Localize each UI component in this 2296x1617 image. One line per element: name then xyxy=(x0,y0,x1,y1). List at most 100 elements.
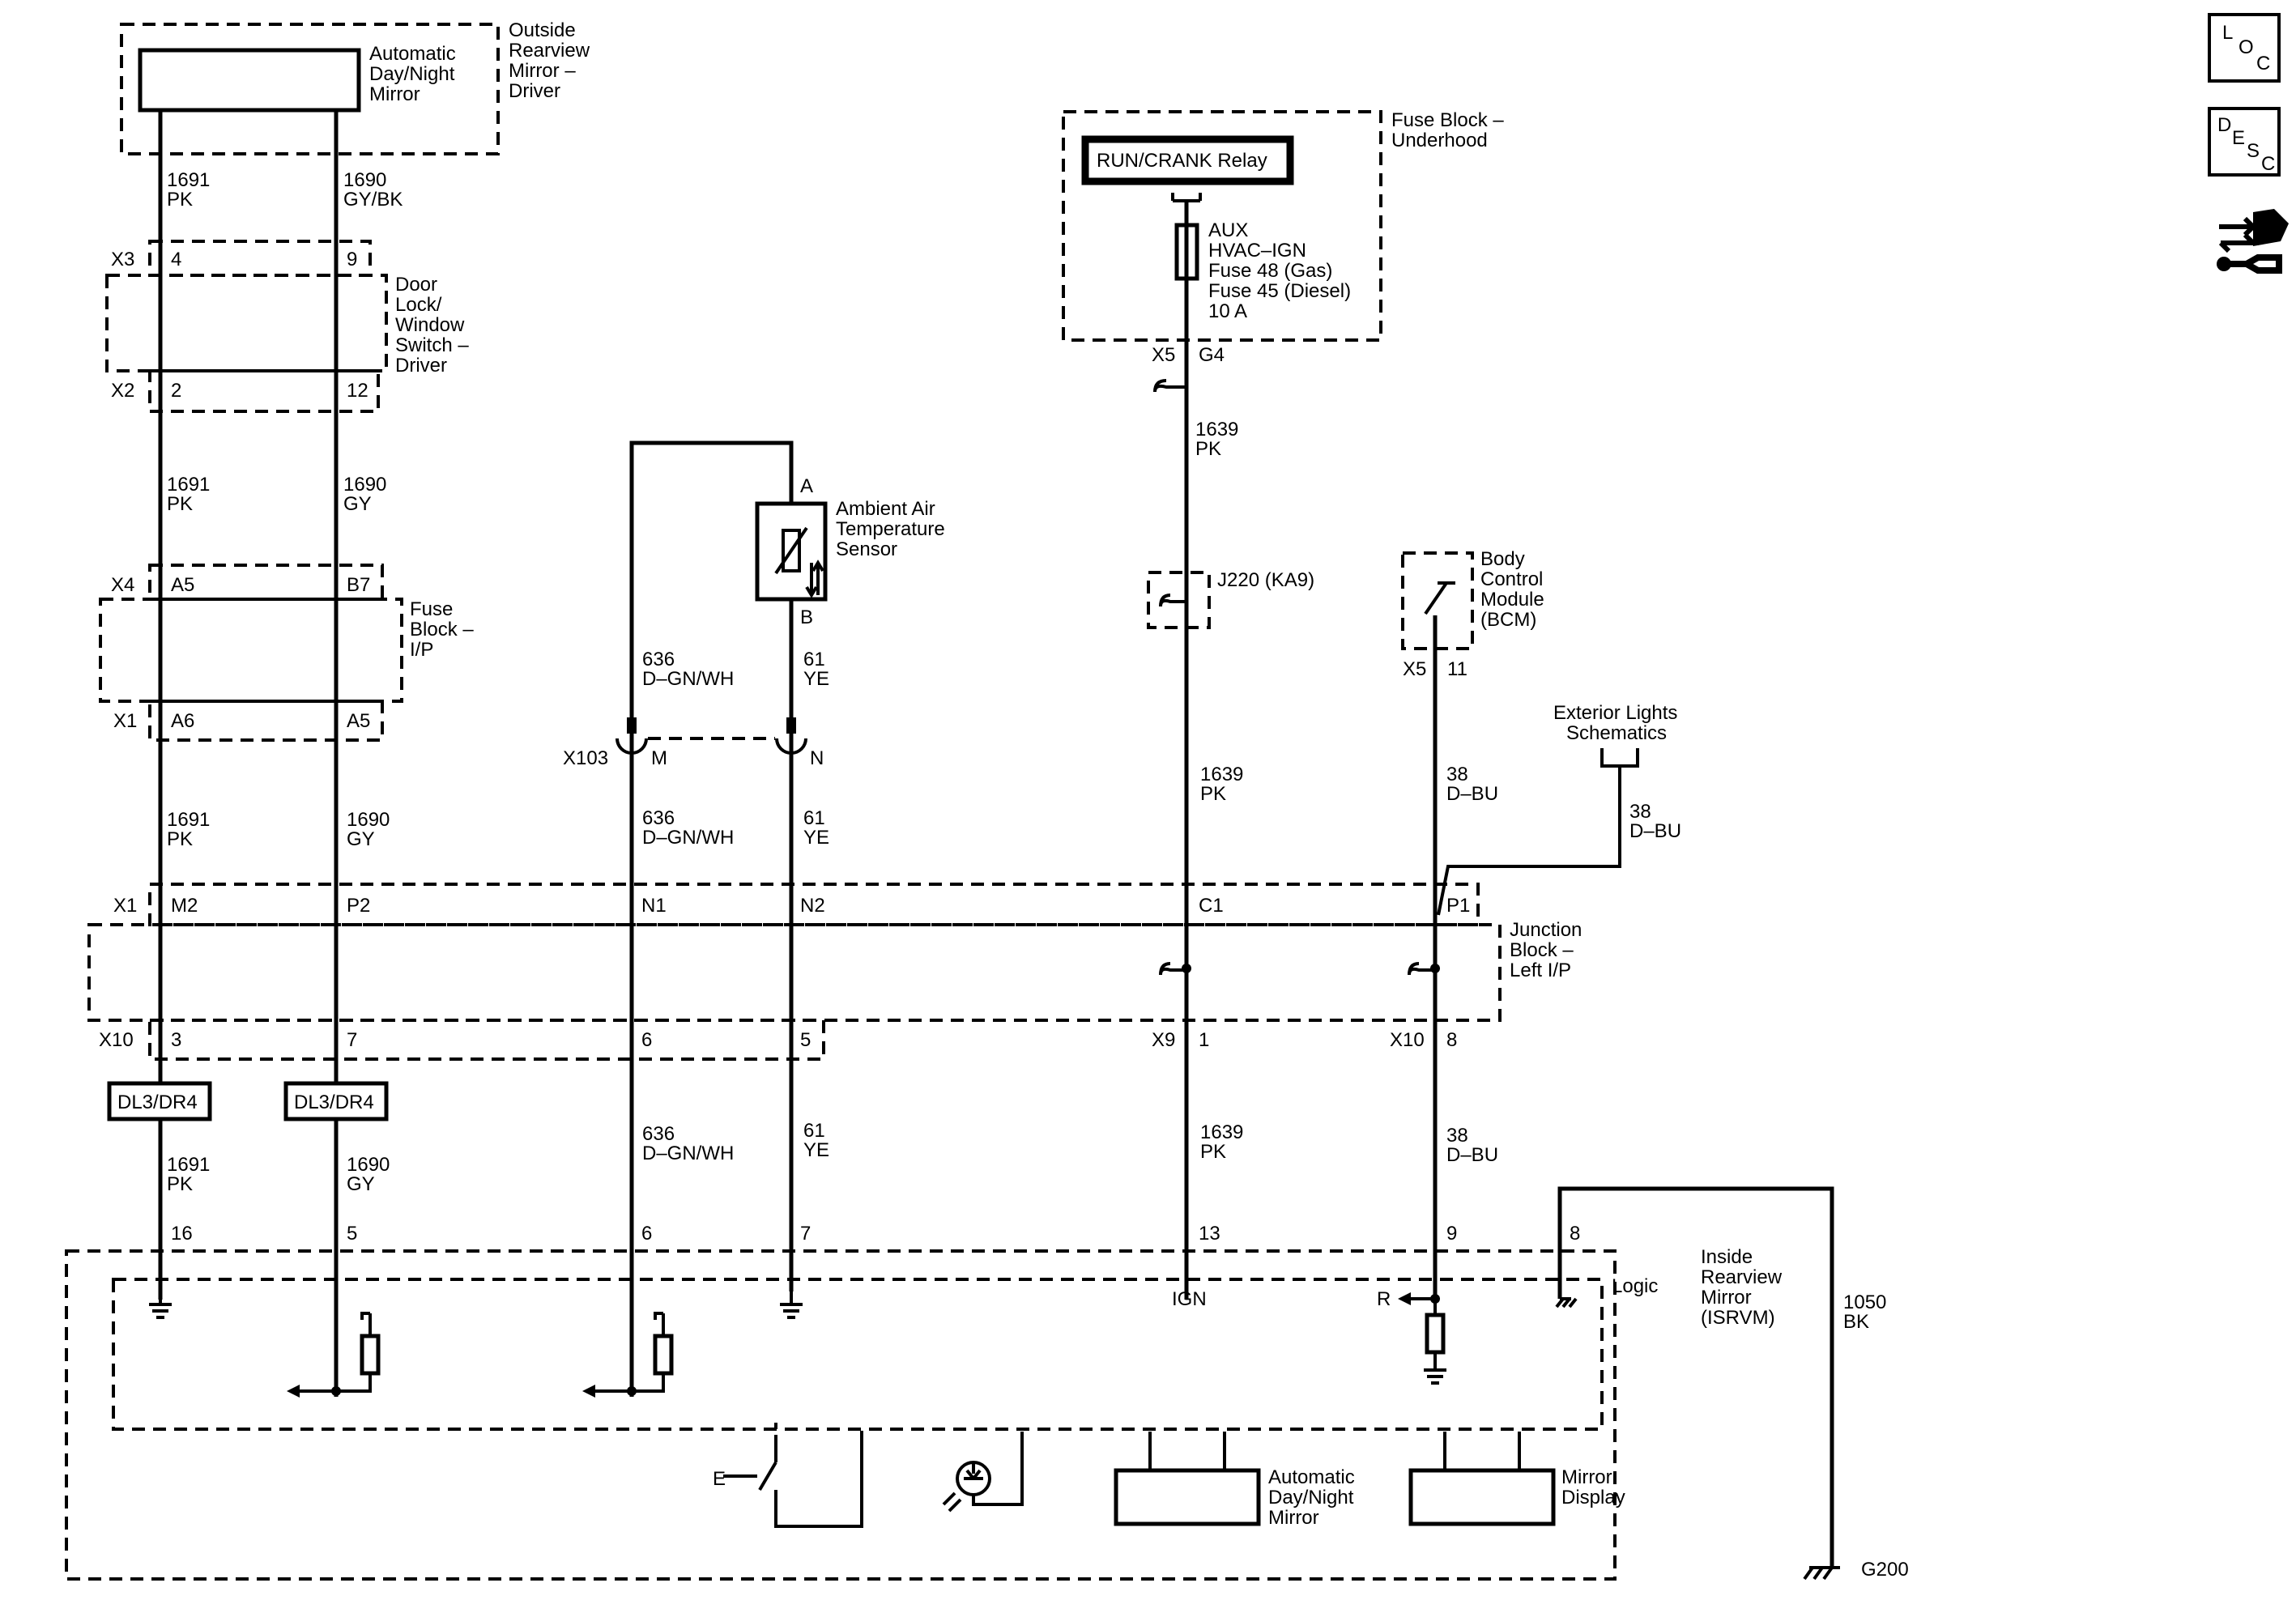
fuse-block-ip-upper-connector xyxy=(148,564,384,601)
option-box xyxy=(107,1081,212,1121)
desc-icon-letter: S xyxy=(2247,140,2260,162)
fuse-block-underhood-title: Fuse Block –Underhood xyxy=(1391,109,1504,151)
junction-block-boundary xyxy=(87,923,1502,1022)
pin: 12 xyxy=(347,380,368,402)
run-crank-relay xyxy=(1081,135,1294,185)
fuse-block-ip-boundary xyxy=(99,598,403,703)
arrow-head xyxy=(582,1385,595,1398)
desc-icon-letter: E xyxy=(2232,127,2245,149)
desc-icon-letter: D xyxy=(2217,114,2231,136)
pullup-resistor xyxy=(653,1334,674,1376)
e-label: E xyxy=(713,1468,726,1490)
x2-connector: X2 xyxy=(111,380,134,402)
sensor-pin-b: B xyxy=(800,606,813,628)
sensor-pin-a: A xyxy=(800,475,813,497)
option-label: DL3/DR4 xyxy=(294,1091,374,1113)
wire-636-loop xyxy=(629,440,794,1397)
x9-connector: X9 xyxy=(1152,1029,1175,1051)
relay-terminal xyxy=(1171,193,1202,202)
pin: 4 xyxy=(171,249,181,270)
ground-icon xyxy=(149,1300,172,1319)
pin: 9 xyxy=(1446,1223,1457,1245)
light-arrows-icon xyxy=(942,1491,962,1513)
x3-connector: X3 xyxy=(111,249,134,270)
pin: N1 xyxy=(641,895,667,917)
pin: M2 xyxy=(171,895,198,917)
j220-terminal xyxy=(1159,594,1186,607)
x4-connector: X4 xyxy=(111,574,134,596)
desc-icon[interactable] xyxy=(2208,107,2281,177)
inline-terminal xyxy=(1153,379,1186,393)
pulldown-wire xyxy=(1424,1300,1446,1385)
x103-pin-n xyxy=(786,717,796,734)
j220-label: J220 (KA9) xyxy=(1217,569,1314,591)
arrow-head xyxy=(1398,1292,1411,1305)
auto-mirror-leads xyxy=(1148,1432,1226,1470)
x1-connector: X1 xyxy=(113,710,137,732)
pin: N xyxy=(810,747,824,769)
pullup-resistor xyxy=(360,1334,381,1376)
wire-splice xyxy=(331,1386,341,1396)
switch-icon xyxy=(758,1423,863,1528)
x10-connector: X10 xyxy=(99,1029,134,1051)
loc-icon[interactable] xyxy=(2208,13,2281,83)
r-label: R xyxy=(1377,1288,1391,1310)
pin: B7 xyxy=(347,574,370,596)
run-crank-relay-label: RUN/CRANK Relay xyxy=(1097,150,1267,172)
pin: 16 xyxy=(171,1223,193,1245)
x103-pin-m xyxy=(627,717,637,734)
auto-mirror-element xyxy=(1114,1468,1261,1526)
pin: 1 xyxy=(1199,1029,1209,1051)
pin: A5 xyxy=(347,710,370,732)
ign-label: IGN xyxy=(1172,1288,1207,1310)
x5-connector: X5 xyxy=(1403,658,1426,680)
x103-connector-n xyxy=(775,738,807,755)
connector-wrench-icon[interactable] xyxy=(2217,209,2289,274)
thermistor-symbol xyxy=(774,526,808,575)
g200-label: G200 xyxy=(1861,1559,1909,1581)
pin: P2 xyxy=(347,895,370,917)
pin: 8 xyxy=(1570,1223,1580,1245)
bcm-boundary xyxy=(1401,551,1474,650)
pin: G4 xyxy=(1199,344,1225,366)
wire-1050 xyxy=(1557,1186,1834,1568)
loc-icon-letter: O xyxy=(2238,36,2254,58)
pin: 3 xyxy=(171,1029,181,1051)
pin: 6 xyxy=(641,1029,652,1051)
outside-mirror-module xyxy=(138,48,361,113)
fuse-block-underhood-boundary xyxy=(1062,110,1382,342)
mirror-display-element xyxy=(1408,1468,1556,1526)
pin: P1 xyxy=(1446,895,1470,917)
pullup-wire xyxy=(336,1321,372,1393)
fuse-block-ip-lower-connector xyxy=(148,700,384,742)
junction-lower-connector xyxy=(148,1019,825,1061)
bcm-switch xyxy=(1424,581,1448,615)
junction-terminal-38 xyxy=(1408,962,1435,976)
logic-label: Logic xyxy=(1612,1275,1658,1297)
loc-icon-letter: C xyxy=(2256,53,2270,74)
outside-mirror-boundary xyxy=(120,23,500,155)
x103-connector-m xyxy=(616,738,648,755)
option-box xyxy=(283,1081,389,1121)
pin: 9 xyxy=(347,249,357,270)
x10-connector: X10 xyxy=(1390,1029,1425,1051)
